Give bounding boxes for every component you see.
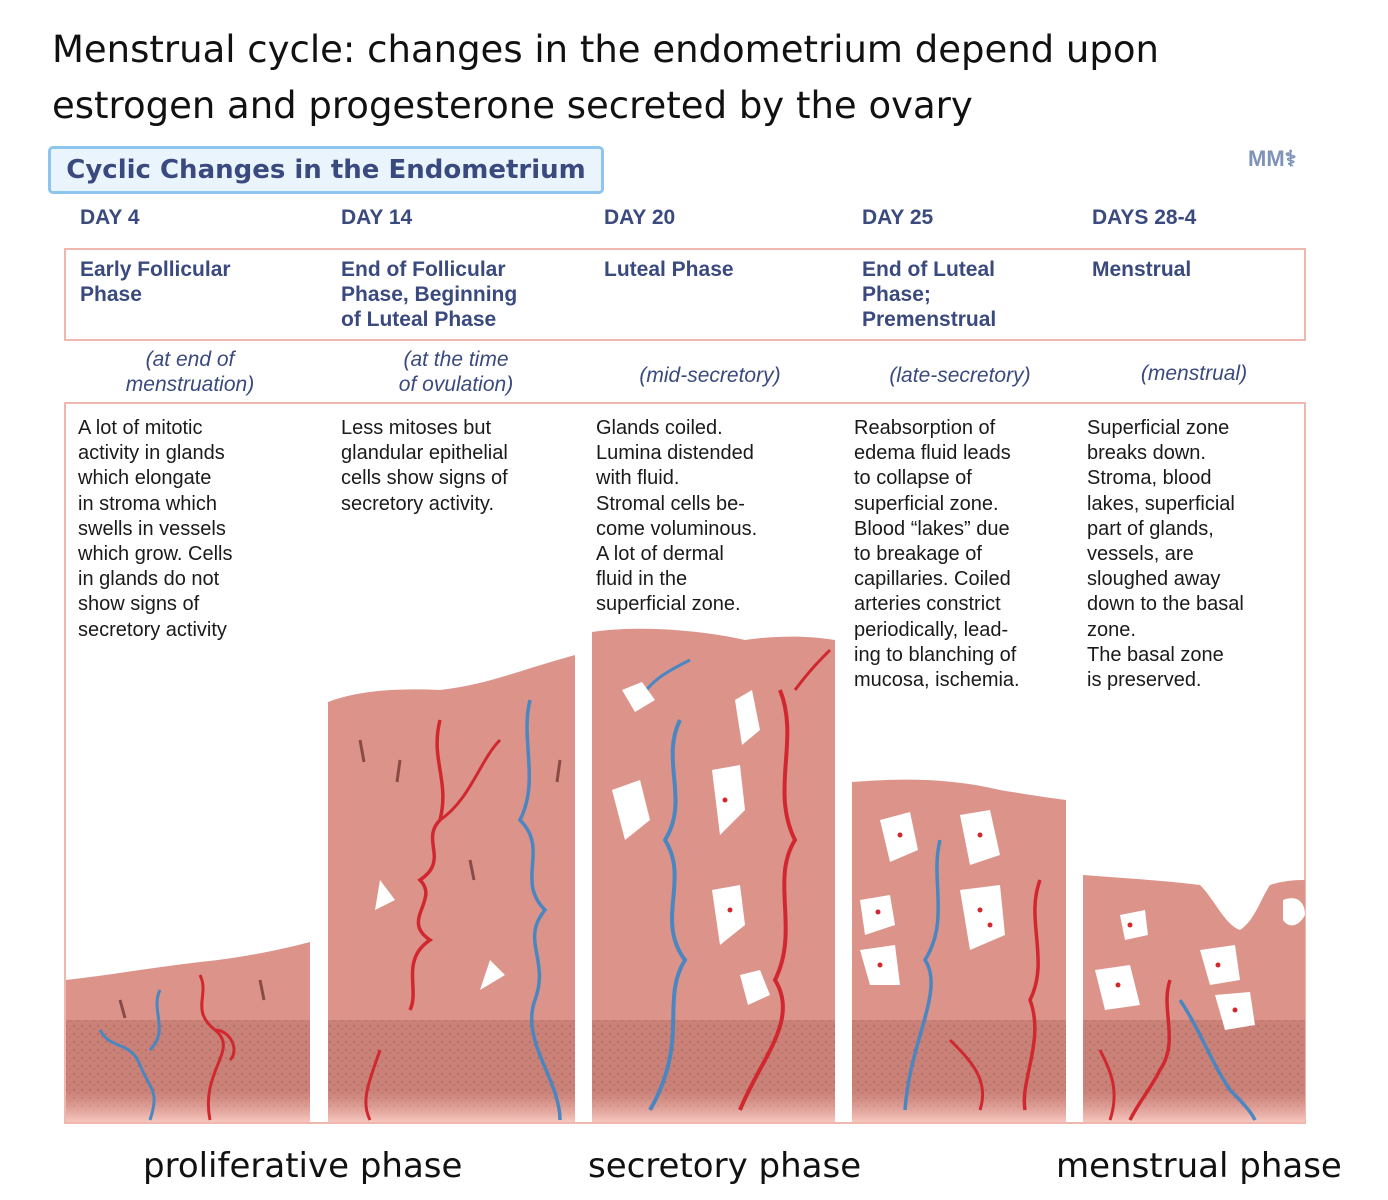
tissue-column-day-25 bbox=[852, 779, 1066, 1122]
publisher-logo: MM⚕ bbox=[1248, 146, 1297, 171]
stage-note-2: (at the time of ovulation) bbox=[398, 348, 514, 396]
stage-description-5: Superficial zone breaks down. Stroma, bl… bbox=[1087, 417, 1244, 692]
stage-note-1: (at end of menstruation) bbox=[125, 348, 255, 396]
phase-name-3: Luteal Phase bbox=[604, 258, 734, 281]
day-label-1: DAY 4 bbox=[80, 206, 140, 229]
phase-box bbox=[64, 248, 1306, 341]
tissue-column-days-28-4 bbox=[1083, 875, 1305, 1122]
stage-note-4: (late-secretory) bbox=[889, 364, 1031, 387]
stage-description-3: Glands coiled. Lumina distended with flu… bbox=[596, 417, 758, 616]
stage-description-2: Less mitoses but glandular epithelial ce… bbox=[341, 417, 508, 515]
caption-menstrual: menstrual phase bbox=[1056, 1146, 1342, 1186]
day-label-4: DAY 25 bbox=[862, 206, 934, 229]
stage-note-3: (mid-secretory) bbox=[639, 364, 781, 387]
tissue-column-day-14 bbox=[328, 655, 575, 1122]
tissue-column-day-4 bbox=[66, 942, 310, 1122]
phase-name-1: Early Follicular Phase bbox=[80, 258, 231, 306]
slide-title: Menstrual cycle: changes in the endometr… bbox=[52, 28, 1159, 127]
phase-name-2: End of Follicular Phase, Beginning of Lu… bbox=[341, 258, 518, 331]
tissue-column-day-20 bbox=[592, 628, 835, 1122]
phase-name-4: End of Luteal Phase; Premenstrual bbox=[862, 258, 997, 331]
figure-title-box: Cyclic Changes in the Endometrium bbox=[48, 146, 604, 194]
phase-name-5: Menstrual bbox=[1092, 258, 1192, 281]
stage-description-1: A lot of mitotic activity in glands whic… bbox=[78, 417, 233, 641]
main-diagram-box bbox=[64, 402, 1306, 1124]
stage-description-4: Reabsorption of edema fluid leads to col… bbox=[854, 417, 1020, 692]
day-label-5: DAYS 28-4 bbox=[1092, 206, 1197, 229]
day-label-2: DAY 14 bbox=[341, 206, 413, 229]
caption-proliferative: proliferative phase bbox=[143, 1146, 463, 1186]
day-label-3: DAY 20 bbox=[604, 206, 676, 229]
stage-note-5: (menstrual) bbox=[1140, 362, 1248, 385]
caption-secretory: secretory phase bbox=[588, 1146, 862, 1186]
